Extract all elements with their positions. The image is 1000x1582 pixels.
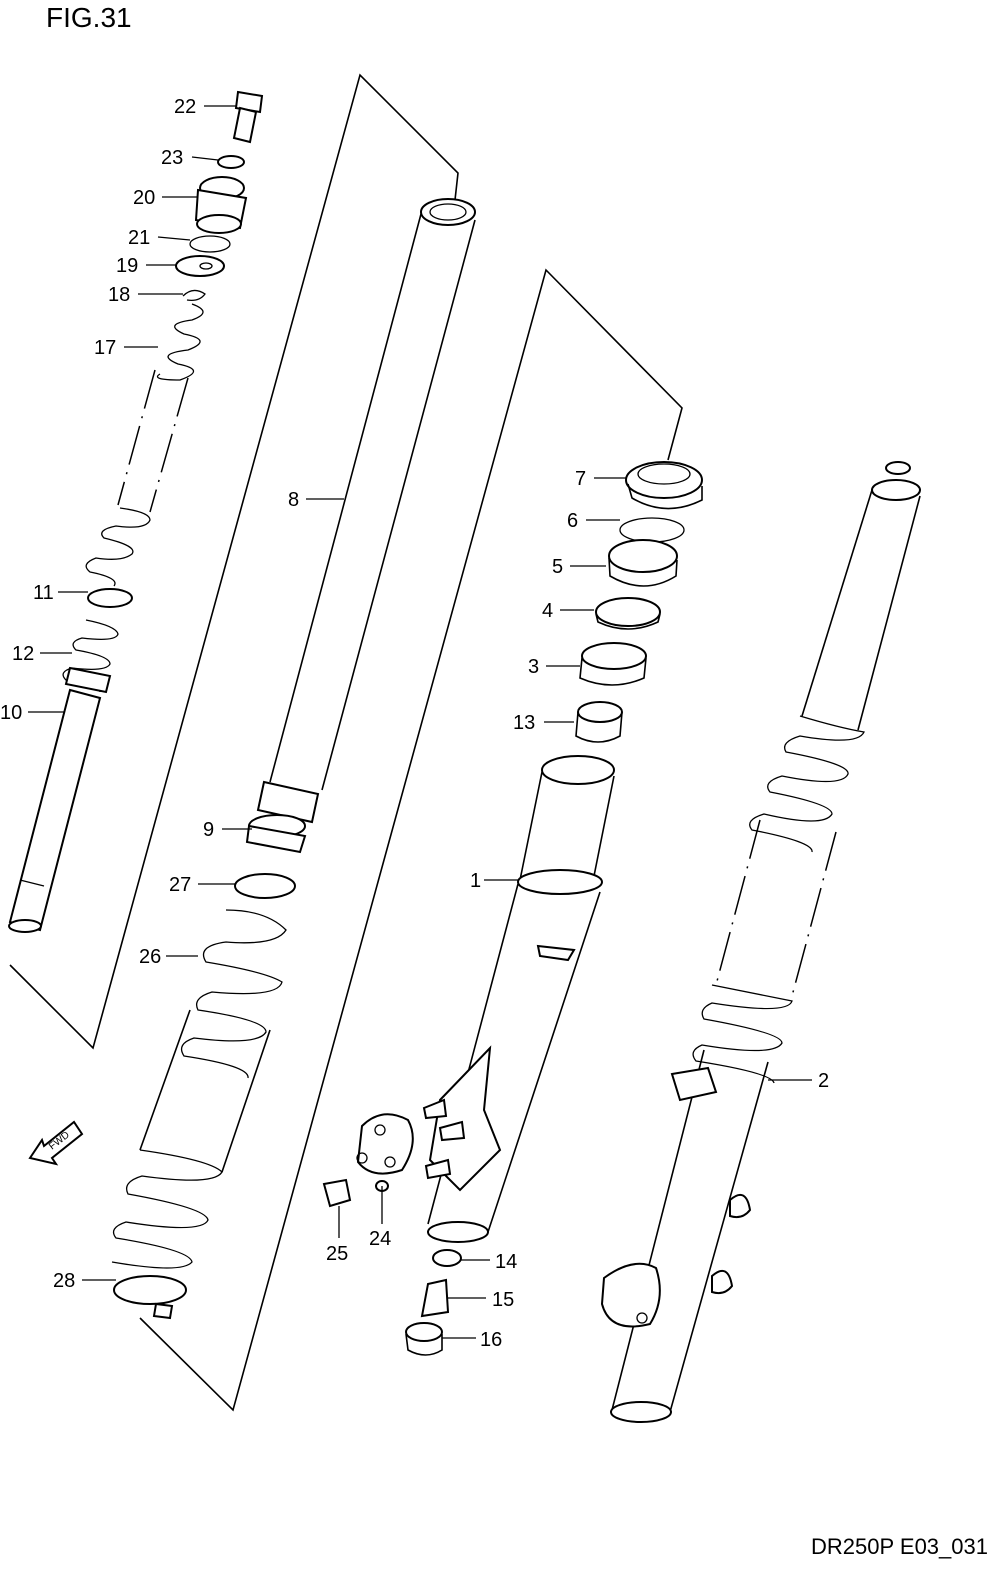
- callout-3: 3: [528, 656, 539, 678]
- callout-12: 12: [12, 643, 34, 665]
- assembled-fork: [600, 461, 921, 1423]
- outer-tube-assembly: [422, 461, 703, 1243]
- callout-5: 5: [552, 556, 563, 578]
- damper-rod-assembly: [8, 90, 264, 933]
- callout-labels: 22 23 20 21 19 18 17 11 12 10 8 9 27 26 …: [0, 96, 829, 1351]
- callout-22: 22: [174, 96, 196, 118]
- callout-8: 8: [288, 489, 299, 511]
- callout-24: 24: [369, 1228, 391, 1250]
- callout-16: 16: [480, 1329, 502, 1351]
- fwd-direction-arrow: FWD: [28, 1120, 84, 1166]
- group-outline-left: [9, 73, 459, 1050]
- callout-11: 11: [33, 582, 54, 604]
- callout-25: 25: [326, 1243, 348, 1265]
- callout-21: 21: [128, 227, 150, 249]
- figure-title: FIG.31: [46, 2, 132, 33]
- leader-lines: [28, 105, 812, 1339]
- callout-7: 7: [575, 468, 586, 490]
- callout-14: 14: [495, 1251, 517, 1273]
- callout-10: 10: [0, 702, 22, 724]
- callout-19: 19: [116, 255, 138, 277]
- callout-2: 2: [818, 1070, 829, 1092]
- callout-26: 26: [139, 946, 161, 968]
- axle-holder-parts: [322, 1113, 462, 1356]
- callout-9: 9: [203, 819, 214, 841]
- callout-20: 20: [133, 187, 155, 209]
- callout-23: 23: [161, 147, 183, 169]
- diagram-reference-code: DR250P E03_031: [811, 1534, 988, 1559]
- callout-1: 1: [470, 870, 481, 892]
- group-outline-middle: [139, 268, 683, 1412]
- callout-17: 17: [94, 337, 116, 359]
- inner-tube-assembly: [111, 198, 476, 1320]
- callout-4: 4: [542, 600, 553, 622]
- callout-18: 18: [108, 284, 130, 306]
- callout-13: 13: [513, 712, 535, 734]
- callout-6: 6: [567, 510, 578, 532]
- callout-27: 27: [169, 874, 191, 896]
- callout-15: 15: [492, 1289, 514, 1311]
- callout-28: 28: [53, 1270, 75, 1292]
